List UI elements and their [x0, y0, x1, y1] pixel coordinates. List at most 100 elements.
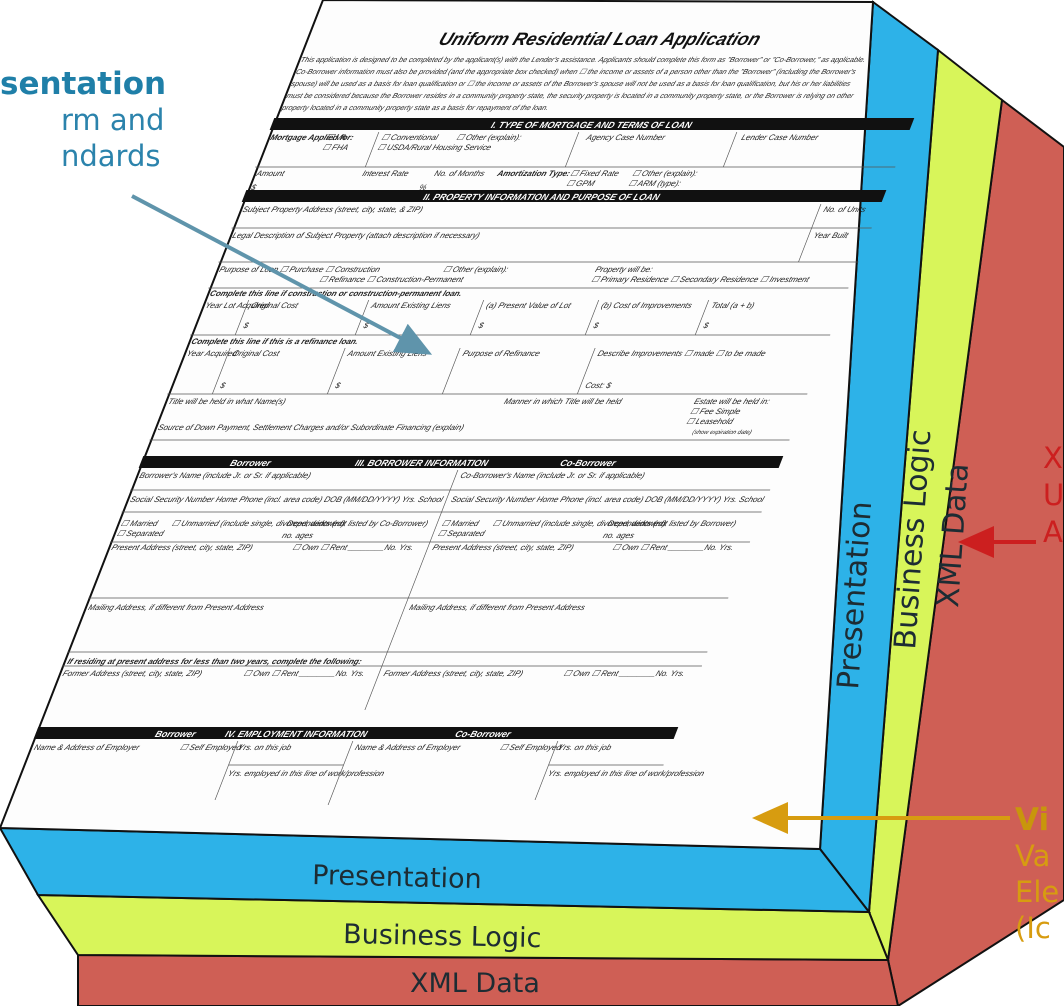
co-borrower-married: ☐ Married — [440, 518, 481, 528]
cost-label: Cost: $ — [584, 380, 613, 390]
construction-line-label: Complete this line if construction or co… — [209, 288, 464, 298]
residence-options: ☐ Primary Residence ☐ Secondary Residenc… — [590, 274, 812, 284]
conventional-option: ☐ Conventional — [380, 132, 441, 142]
svg-text:$: $ — [476, 320, 486, 330]
svg-text:$: $ — [701, 320, 711, 330]
property-will-be-label: Property will be: — [594, 264, 655, 274]
usda-option: ☐ USDA/Rural Housing Service — [376, 142, 493, 152]
viz-callout-line3: (Ic — [1015, 911, 1051, 945]
section-3-bar — [138, 456, 784, 468]
borrower-ssn-row: Social Security Number Home Phone (incl.… — [129, 494, 446, 504]
borrower-unmarried: ☐ Unmarried (include single, divorced, w… — [170, 518, 347, 528]
lender-case-number: Lender Case Number — [740, 132, 821, 142]
svg-text:$: $ — [361, 320, 371, 330]
loan-application-form: Uniform Residential Loan Application Thi… — [33, 29, 915, 805]
borrower-dependents: Dependents (not listed by Co-Borrower) — [285, 518, 430, 528]
section-3-title: III. BORROWER INFORMATION — [354, 458, 490, 468]
borrower-present-address: Present Address (street, city, state, ZI… — [110, 542, 255, 552]
co-borrower-unmarried: ☐ Unmarried (include single, divorced, w… — [491, 518, 668, 528]
agency-case-number: Agency Case Number — [584, 132, 668, 142]
viz-callout-line2: Ele — [1015, 875, 1060, 909]
presentation-callout-line2: ndards — [61, 139, 161, 173]
title-names-label: Title will be held in what Name(s) — [167, 396, 288, 406]
intro-line: must be considered because the Borrower … — [285, 91, 855, 100]
section-1-title: I. TYPE OF MORTGAGE AND TERMS OF LOAN — [490, 120, 694, 130]
refinance-line-label: Complete this line if this is a refinanc… — [190, 336, 360, 346]
original-cost-label: Original Cost — [250, 300, 301, 310]
borrower-own-rent: ☐ Own ☐ Rent ________No. Yrs. — [291, 542, 415, 552]
borrower-employer-label: Name & Address of Employer — [33, 742, 143, 752]
amortization-label: Amortization Type: — [495, 168, 572, 178]
refi-original-cost-label: Original Cost — [231, 348, 282, 358]
svg-text:$: $ — [241, 320, 251, 330]
business-logic-front-label: Business Logic — [343, 919, 542, 954]
months-label: No. of Months — [433, 168, 486, 178]
borrower-former-own-rent: ☐ Own ☐ Rent ________No. Yrs. — [242, 668, 366, 678]
purpose-of-refinance-label: Purpose of Refinance — [461, 348, 542, 358]
cost-improvements-label: (b) Cost of Improvements — [600, 300, 694, 310]
refi-existing-liens-label: Amount Existing Liens — [345, 348, 429, 358]
co-borrower-own-rent: ☐ Own ☐ Rent ________No. Yrs. — [611, 542, 735, 552]
xml-callout-line2: U — [1043, 478, 1064, 512]
title-manner-label: Manner in which Title will be held — [503, 396, 624, 406]
co-borrower-yrs-employed: Yrs. employed in this line of work/profe… — [547, 768, 707, 778]
presentation-callout: sentation rm and ndards — [0, 66, 166, 174]
co-borrower-mailing-address: Mailing Address, if different from Prese… — [408, 602, 587, 612]
borrower-self-employed: ☐ Self Employed — [179, 742, 244, 752]
present-value-lot-label: (a) Present Value of Lot — [485, 300, 573, 310]
presentation-callout-arrow — [131, 194, 433, 355]
co-borrower-ssn-row: Social Security Number Home Phone (incl.… — [450, 494, 767, 504]
borrower-yrs-employed: Yrs. employed in this line of work/profe… — [227, 768, 387, 778]
presentation-callout-title: sentation — [0, 66, 167, 102]
borrower-married: ☐ Married — [119, 518, 160, 528]
co-borrower-yrs-on-job: Yrs. on this job — [557, 742, 614, 752]
presentation-callout-line1: rm and — [61, 103, 165, 137]
presentation-front-label: Presentation — [312, 860, 482, 895]
xml-callout-line3: A — [1043, 515, 1063, 549]
borrower-no-ages: no. ages — [281, 530, 315, 540]
section-3-borrower: Borrower — [229, 458, 274, 468]
intro-line: spouse) will be used as a basis for loan… — [290, 79, 852, 88]
form-title: Uniform Residential Loan Application — [436, 29, 764, 49]
expiration-note: (show expiration date) — [691, 429, 753, 436]
svg-text:$: $ — [218, 380, 228, 390]
year-built-label: Year Built — [812, 230, 851, 240]
year-lot-acquired-label: Year Lot Acquired — [204, 300, 271, 310]
borrower-former-address: Former Address (street, city, state, ZIP… — [61, 668, 204, 678]
viz-callout-line1: Va — [1015, 839, 1051, 873]
co-borrower-employer-label: Name & Address of Employer — [354, 742, 464, 752]
co-borrower-present-address: Present Address (street, city, state, ZI… — [431, 542, 576, 552]
co-borrower-separated: ☐ Separated — [437, 528, 487, 538]
co-borrower-name-label: Co-Borrower's Name (include Jr. or Sr. i… — [459, 470, 647, 480]
section-3-co-borrower: Co-Borrower — [559, 458, 619, 468]
subject-address-label: Subject Property Address (street, city, … — [241, 204, 425, 214]
section-2-bar — [241, 190, 887, 202]
two-years-note: If residing at present address for less … — [66, 656, 364, 666]
amount-label: Amount — [254, 168, 287, 178]
no-units-label: No. of Units — [822, 204, 867, 214]
arm-option: ☐ ARM (type): — [627, 178, 682, 188]
section-4-borrower: Borrower — [154, 729, 199, 739]
section-2-title: II. PROPERTY INFORMATION AND PURPOSE OF … — [422, 192, 662, 202]
source-down-payment-label: Source of Down Payment, Settlement Charg… — [157, 422, 466, 432]
fixed-rate-option: ☐ Fixed Rate — [569, 168, 621, 178]
intro-line: This application is designed to be compl… — [299, 55, 867, 64]
svg-text:$: $ — [333, 380, 343, 390]
svg-text:$: $ — [591, 320, 601, 330]
fee-simple-option: ☐ Fee Simple — [689, 406, 743, 416]
xml-data-front-label: XML Data — [410, 968, 540, 999]
total-label: Total (a + b) — [710, 300, 757, 310]
leasehold-option: ☐ Leasehold — [685, 416, 735, 426]
section-4-co-borrower: Co-Borrower — [454, 729, 514, 739]
dollar-sign: $ — [249, 182, 259, 192]
mortgage-applied-label: Mortgage Applied for: — [269, 132, 356, 142]
viz-callout: Vi Va Ele (Ic — [1015, 802, 1059, 946]
section-4-bar — [33, 727, 679, 739]
xml-callout-line1: X — [1043, 441, 1063, 475]
legal-description-label: Legal Description of Subject Property (a… — [231, 230, 482, 240]
section-1-bar — [269, 118, 915, 130]
co-borrower-former-address: Former Address (street, city, state, ZIP… — [382, 668, 525, 678]
other-option: ☐ Other (explain): — [455, 132, 523, 142]
co-borrower-dependents: Dependents (not listed by Borrower) — [606, 518, 738, 528]
